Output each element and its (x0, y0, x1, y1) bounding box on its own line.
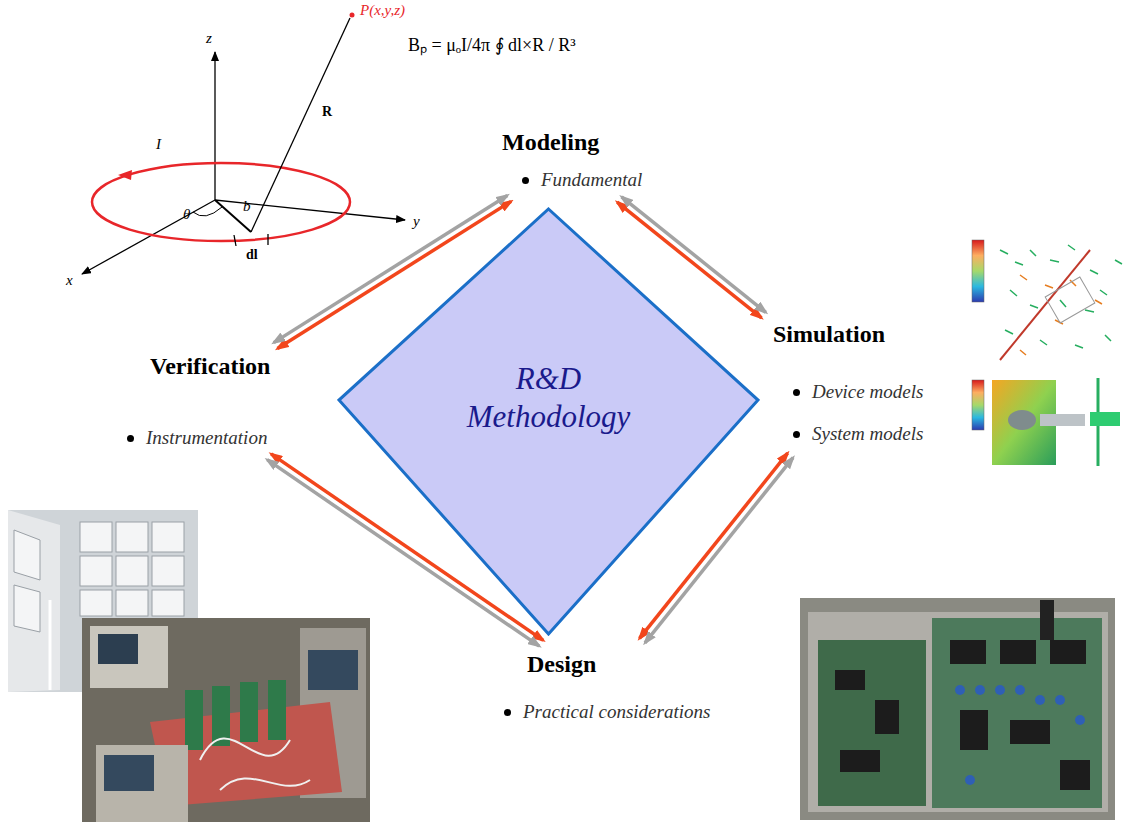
bullet-text: Instrumentation (146, 426, 267, 450)
bullet-item: Fundamental (498, 168, 642, 192)
bullet-dot (522, 177, 529, 184)
lab-bench-photo (82, 618, 370, 822)
color-bar (972, 240, 984, 302)
field-equation: Bₚ = μₒI/4π ∮ dl×R / R³ (408, 32, 576, 56)
bullet-text: System models (812, 422, 923, 446)
circuit-board (818, 640, 926, 806)
instrument-screen (308, 650, 358, 690)
figure-label: dl (246, 247, 258, 263)
bullet-text: Practical considerations (523, 700, 710, 724)
decision-diamond: R&D Methodology (337, 207, 760, 636)
bullet-item: System models (773, 422, 923, 446)
wall (8, 510, 60, 692)
ribbon-cable (1040, 600, 1054, 640)
equipment-board-photo (800, 598, 1115, 820)
bullet-item: Instrumentation (105, 426, 270, 450)
topic-heading: Modeling (498, 128, 642, 156)
diamond-text: R&D Methodology (449, 360, 649, 436)
diamond-label: R&D Methodology (337, 360, 760, 436)
bullet-dot (127, 435, 134, 442)
instrument (90, 626, 168, 688)
current-arrow (118, 170, 132, 180)
chips (835, 640, 1090, 790)
instrument-screen (98, 634, 138, 664)
test-boards (185, 680, 286, 750)
bullet-item: Practical considerations (500, 700, 710, 724)
dl-tick (267, 234, 268, 245)
photo-ground (82, 618, 370, 822)
r-vector (251, 18, 350, 232)
z-axis (214, 52, 215, 200)
dl-tick (234, 235, 236, 246)
topic-block: SimulationDevice modelsSystem models (773, 320, 923, 446)
field-vectors (1020, 275, 1102, 355)
figure-label: R (322, 104, 332, 120)
device-outline (1045, 277, 1095, 323)
bullet-item: Device models (773, 380, 923, 404)
bullet-dot (793, 389, 800, 396)
current-loop (92, 163, 350, 241)
circuit-board (932, 618, 1102, 808)
topic-block: DesignPractical considerations (500, 650, 710, 724)
figure-label: z (206, 30, 212, 47)
bullet-dot (793, 431, 800, 438)
x-axis (82, 200, 215, 274)
color-bar (972, 380, 984, 430)
diamond-outline (339, 209, 758, 634)
topic-block: VerificationInstrumentation (105, 352, 270, 450)
instrument-screen (104, 755, 154, 791)
field-plot-top (968, 228, 1128, 370)
figure-label: y (413, 213, 420, 230)
field-plot-bottom (968, 372, 1128, 470)
angle-arc (193, 207, 222, 216)
chassis (808, 612, 1108, 812)
topic-heading: Verification (105, 352, 270, 380)
instrument (96, 745, 188, 822)
bullet-text: Device models (812, 380, 923, 404)
absorber-panels (14, 522, 184, 632)
component (1040, 414, 1085, 426)
field-vectors (1000, 245, 1122, 348)
cables (200, 738, 310, 790)
topic-heading: Simulation (773, 320, 923, 348)
antenna-mast (49, 600, 52, 690)
plot-ground (968, 372, 1128, 470)
figure-label: b (243, 198, 251, 215)
loop-figure (82, 13, 405, 275)
component (1008, 410, 1036, 430)
figure-label: θ (183, 206, 190, 223)
photo-ground (800, 598, 1115, 820)
topic-block: ModelingFundamental (498, 128, 642, 192)
figure-label: I (156, 136, 161, 153)
bullet-dot (504, 709, 511, 716)
topic-heading: Design (500, 650, 710, 678)
figure-label: x (66, 272, 73, 289)
components (955, 685, 1085, 785)
plot-ground (968, 228, 1128, 370)
component (1090, 412, 1120, 426)
point-p (350, 13, 355, 18)
bullet-text: Fundamental (541, 168, 642, 192)
figure-label: P(x,y,z) (360, 2, 405, 19)
